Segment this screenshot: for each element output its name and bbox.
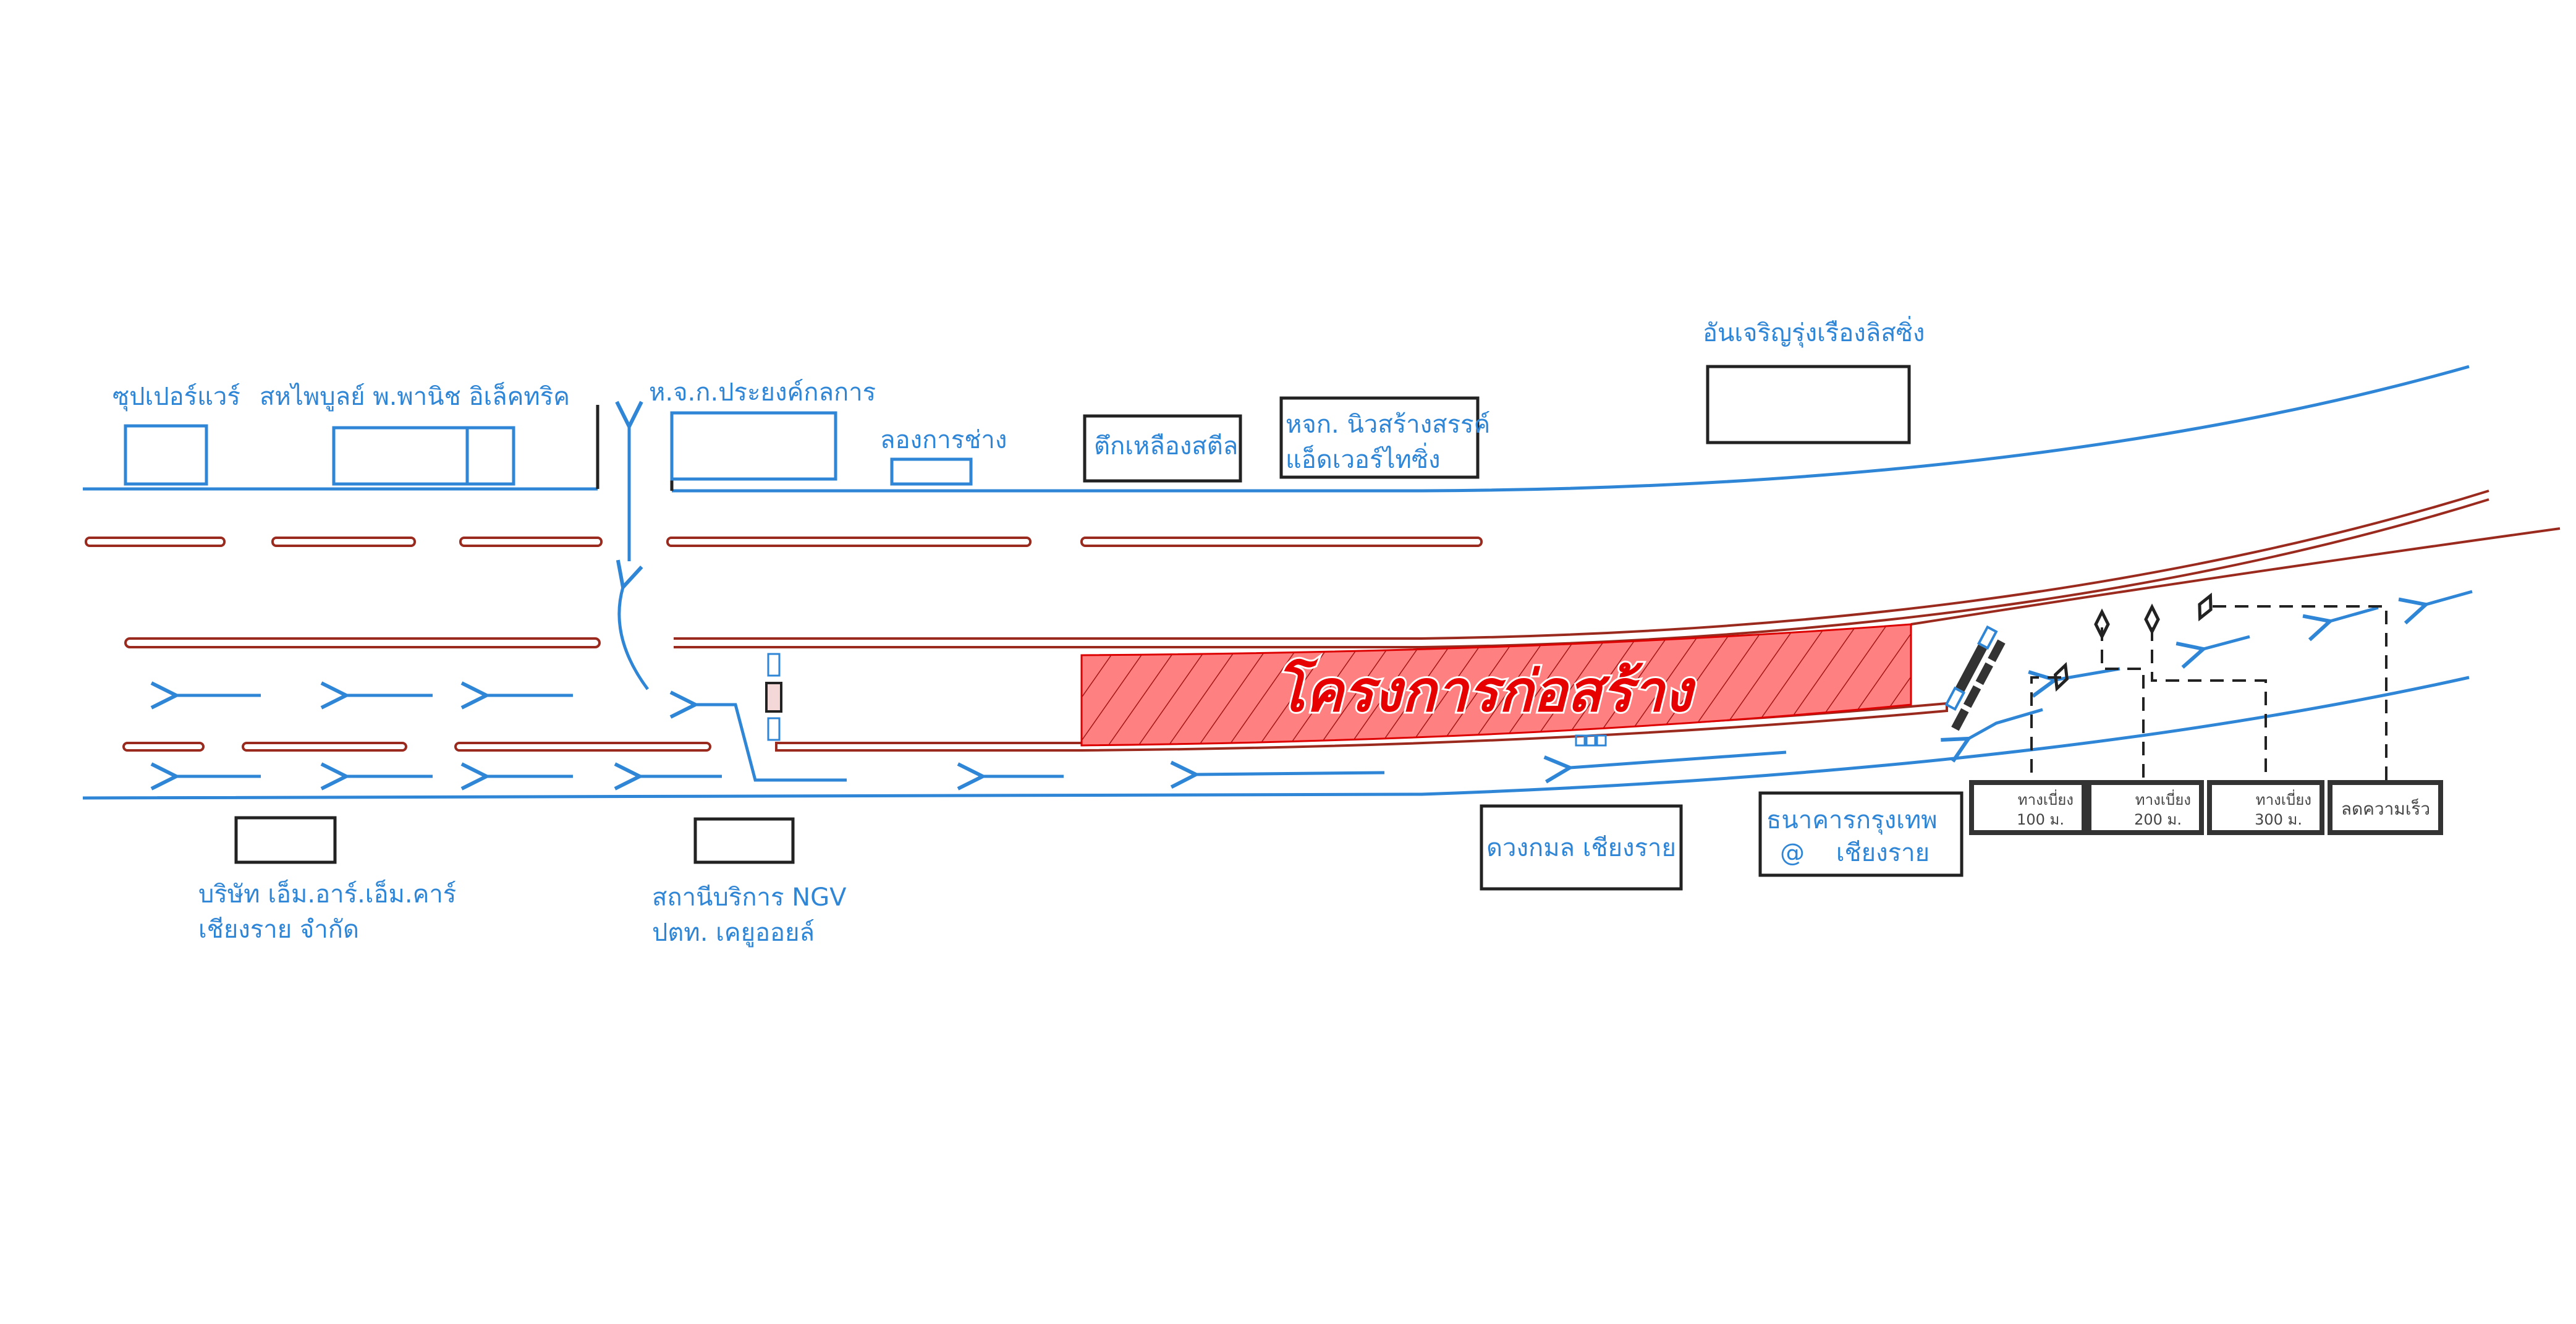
- lane-divider: [454, 742, 711, 752]
- label-sahapaiboon: สหไพบูลย์ พ.พานิช อิเล็คทริค: [260, 381, 570, 411]
- median-curve-lower: [674, 498, 2489, 648]
- sign-text: ลดความเร็ว: [2341, 798, 2430, 819]
- lane-divider: [271, 537, 416, 547]
- label-ngv-2: ปตท. เคยูออยล์: [652, 919, 815, 947]
- warning-signs: ทางเบี่ยง 100 ม. ทางเบี่ยง 200 ม. ทางเบี…: [1969, 780, 2443, 835]
- lane-divider: [666, 537, 1032, 547]
- cone-icon: [2144, 603, 2160, 635]
- arrow-turn-icon: [619, 587, 650, 690]
- label-prayong: ห.จ.ก.ประยงค์กลการ: [649, 378, 876, 407]
- construction-label: โครงการก่อสร้าง: [1274, 658, 1696, 724]
- sign-text: 300 ม.: [2255, 811, 2302, 828]
- label-superware: ซุปเปอร์แวร์: [112, 383, 240, 412]
- label-bangkok-bank-1: ธนาคารกรุงเทพ: [1766, 806, 1938, 835]
- label-yellow-steel: ตึกเหลืองสตีล: [1094, 432, 1238, 460]
- label-mrm-car-1: บริษัท เอ็ม.อาร์.เอ็ม.คาร์: [198, 879, 456, 909]
- road-edges: [82, 365, 2470, 800]
- label-mrm-car-2: เชียงราย จำกัด: [198, 915, 359, 944]
- lane-divider: [85, 537, 226, 547]
- building-superware: [124, 424, 208, 486]
- median: [124, 637, 601, 648]
- sign-detour-100: [1969, 780, 2087, 835]
- building-duangkamol: [1480, 804, 1683, 891]
- building-prayong: [670, 411, 837, 481]
- label-new-sangsan-2: แอ็ดเวอร์ไทซิ่ง: [1286, 443, 1441, 474]
- sign-text: 200 ม.: [2134, 811, 2182, 828]
- arrow-detour-icon: [695, 705, 847, 782]
- arrow-left-icon: [1196, 773, 1385, 774]
- sign-text: 100 ม.: [2017, 811, 2064, 828]
- label-new-sangsan-1: หจก. นิวสร้างสรรค์: [1286, 410, 1490, 439]
- sign-slow-down: [2328, 780, 2443, 835]
- label-duangkamol: ดวงกมล เชียงราย: [1486, 834, 1676, 862]
- arrow-left-icon: [1968, 708, 2043, 739]
- median-curve-upper: [674, 490, 2489, 640]
- construction-zone: [1080, 623, 1912, 747]
- label-bangkok-bank-2: @ เชียงราย: [1780, 839, 1930, 867]
- outer-lane-curve: [1910, 527, 2561, 626]
- label-an-charoen: อันเจริญรุ่งเรืองลิสซิ่ง: [1703, 316, 1925, 348]
- building-sahapaiboon: [332, 426, 515, 486]
- traffic-arrows: [176, 426, 2473, 782]
- sign-text: ทางเบี่ยง: [2135, 789, 2191, 808]
- building-ngv-station: [693, 817, 795, 864]
- cone-icon: [2053, 661, 2069, 692]
- arrow-left-icon: [1570, 750, 1787, 768]
- lane-divider: [242, 742, 407, 752]
- label-longkarnchang: ลองการช่าง: [880, 426, 1007, 454]
- arrow-left-icon: [2203, 635, 2250, 649]
- building-longkarnchang: [890, 457, 973, 486]
- barrier-left: [765, 653, 782, 741]
- building-mrm-car: [234, 816, 337, 864]
- sign-text: ทางเบี่ยง: [2256, 789, 2311, 808]
- label-ngv-1: สถานีบริการ NGV: [652, 883, 847, 912]
- north-road-edge-right: [672, 365, 2470, 493]
- barrier-right: [1944, 625, 2006, 731]
- lane-divider: [122, 742, 205, 752]
- building-an-charoen: [1706, 365, 1911, 444]
- arrow-left-icon: [2426, 590, 2473, 605]
- north-buildings: ซุปเปอร์แวร์ สหไพบูลย์ พ.พานิช อิเล็คทริ…: [112, 316, 1925, 486]
- building-yellow-steel: [1083, 414, 1242, 483]
- sign-detour-300: [2207, 780, 2324, 835]
- south-buildings: บริษัท เอ็ม.อาร์.เอ็ม.คาร์ เชียงราย จำกั…: [198, 791, 1964, 947]
- arrow-left-icon: [2330, 606, 2379, 621]
- cone-icon: [2094, 608, 2110, 640]
- barrier-small: [1575, 734, 1607, 747]
- sign-text: ทางเบี่ยง: [2018, 789, 2074, 808]
- sign-posts: [2030, 592, 2387, 783]
- south-road-edge: [82, 676, 2470, 800]
- building-bangkok-bank: [1758, 791, 1964, 877]
- building-new-sangsan: [1279, 396, 1480, 479]
- cone-icon: [2198, 592, 2213, 622]
- sign-detour-200: [2087, 780, 2204, 835]
- lane-divider: [459, 537, 603, 547]
- lane-divider: [1080, 537, 1483, 547]
